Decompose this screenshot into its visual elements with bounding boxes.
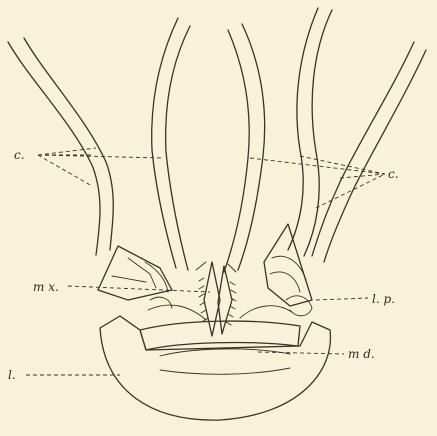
cirri-right-inner: [224, 24, 265, 272]
cirri-left-inner: [152, 18, 190, 270]
right-plate: [264, 224, 312, 306]
leader-lines: [26, 148, 385, 375]
label-md: m d.: [348, 348, 375, 360]
left-plate: [98, 246, 172, 300]
cirri-left-outer: [8, 38, 113, 255]
labial-palps: [150, 296, 312, 316]
maxillae: [196, 262, 236, 336]
label-lp: l. p.: [372, 293, 395, 305]
label-l: l.: [8, 369, 16, 381]
label-mx: m x.: [33, 281, 59, 293]
label-c-left: c.: [14, 149, 25, 161]
cirri-right-outer: [288, 8, 426, 262]
labium: [100, 316, 330, 420]
label-c-right: c.: [388, 168, 399, 180]
